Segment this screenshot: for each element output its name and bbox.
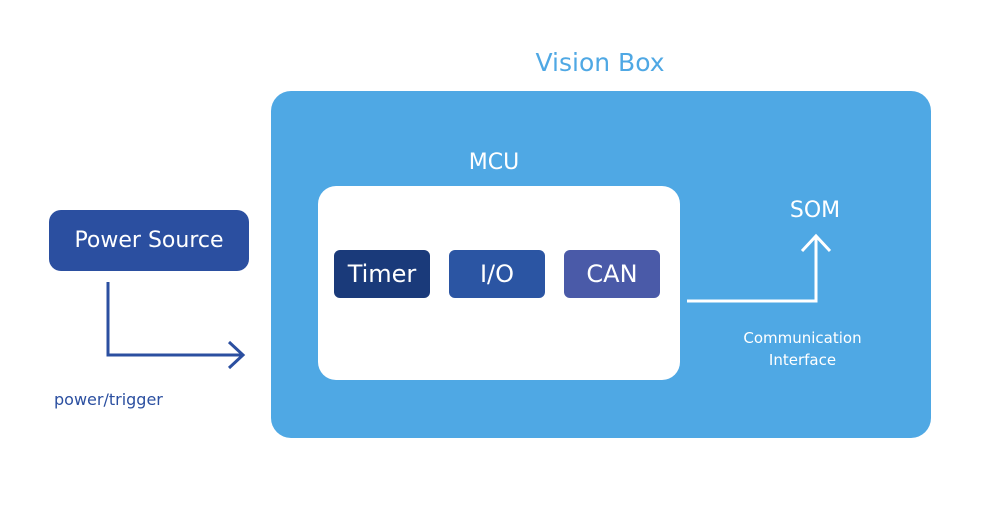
- comm-label-line1: Communication: [743, 329, 862, 347]
- som-label: SOM: [789, 198, 841, 223]
- power-trigger-label: power/trigger: [54, 390, 163, 409]
- mcu-label: MCU: [468, 150, 520, 175]
- can-module: CAN: [564, 250, 660, 298]
- power-arrow-icon: [106, 282, 246, 370]
- vision-box-title: Vision Box: [535, 48, 665, 77]
- comm-label-line2: Interface: [768, 351, 837, 369]
- io-module: I/O: [449, 250, 545, 298]
- communication-interface-label: Communication Interface: [715, 327, 890, 371]
- som-arrow-icon: [687, 233, 832, 303]
- timer-module: Timer: [334, 250, 430, 298]
- power-source-box: Power Source: [49, 210, 249, 271]
